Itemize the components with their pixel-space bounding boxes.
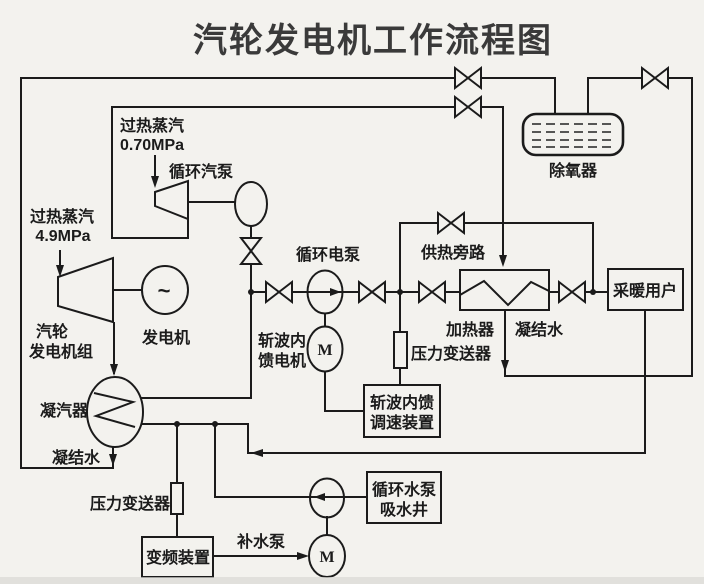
- label-suction-well-line2: 吸水井: [380, 500, 428, 519]
- label-generator: 发电机: [141, 328, 190, 347]
- motor1-circle: [306, 325, 344, 373]
- heating-users-box: [607, 268, 684, 311]
- motor2-label: M: [319, 549, 334, 566]
- condenser-coil: [92, 392, 137, 428]
- valve-steam-pump-discharge: [238, 237, 264, 265]
- pipe-motor1-links: [324, 313, 364, 412]
- steam-pump-circle: [234, 181, 268, 227]
- label-makeup-pump: 补水泵: [236, 532, 285, 551]
- generator-symbol-text: ~: [158, 278, 171, 303]
- makeup-pump-circle: [309, 477, 345, 519]
- diagram-title: 汽轮发电机工作流程图: [193, 22, 553, 60]
- pressure-transmitter-heater: [393, 331, 408, 369]
- label-heating-users: 采暖用户: [612, 281, 677, 300]
- arrow-down-steam-49: [56, 265, 64, 277]
- label-condensate-heater: 凝结水: [515, 320, 564, 339]
- arrow-left-makeup-pump-flow: [314, 493, 325, 501]
- label-steam-070-line1: 过热蒸汽: [120, 116, 184, 135]
- label-condensate-left: 凝结水: [52, 448, 101, 467]
- valve-top-left-line: [454, 65, 482, 91]
- label-circ-electric-pump: 循环电泵: [296, 245, 360, 264]
- junction-dot: [590, 289, 596, 295]
- label-turbine-unit-line1: 汽轮: [36, 322, 68, 341]
- main-turbine-symbol: [57, 256, 114, 324]
- arrow-right-circ-pump-flow: [330, 288, 341, 296]
- arrow-down-condensate-left: [109, 454, 117, 466]
- label-steam-49-line1: 过热蒸汽: [30, 207, 94, 226]
- label-turbine-unit-line2: 发电机组: [28, 342, 93, 361]
- junction-dot: [397, 289, 403, 295]
- arrow-down-heater-drain: [501, 360, 509, 372]
- label-chopper-motor-line1: 斩波内: [258, 331, 306, 350]
- pressure-transmitter-condensate: [170, 482, 184, 515]
- label-chopper-motor-line2: 馈电机: [258, 351, 306, 370]
- junction-dot: [174, 421, 180, 427]
- label-chopper-governor-line2: 调速装置: [370, 413, 434, 432]
- label-steam-070-line2: 0.70MPa: [120, 137, 184, 154]
- label-vfd: 变频装置: [146, 548, 210, 567]
- arrow-left-return-line: [251, 449, 263, 457]
- label-heat-bypass: 供热旁路: [420, 243, 486, 262]
- arrow-down-steam-070: [151, 176, 159, 188]
- valve-top-right-line: [641, 65, 669, 91]
- junction-dot: [248, 289, 254, 295]
- chopper-governor-box: [363, 384, 441, 438]
- valve-heater-outlet: [558, 279, 586, 305]
- aux-turbine-symbol: [154, 179, 189, 221]
- arrow-down-into-condenser: [110, 364, 118, 376]
- label-condenser: 凝汽器: [40, 401, 89, 420]
- pipe-heat-bypass: [399, 222, 594, 292]
- generator-circle: [141, 265, 189, 315]
- pipe-steam-pump-drop-to-condenser: [140, 226, 252, 399]
- label-deaerator: 除氧器: [549, 161, 598, 180]
- label-circ-steam-pump: 循环汽泵: [169, 162, 233, 181]
- label-pt-heater: 压力变送器: [411, 344, 492, 363]
- valve-heat-bypass: [437, 210, 465, 236]
- suction-well-box: [366, 471, 442, 524]
- valve-main-line-2: [358, 279, 386, 305]
- valve-main-line-1: [265, 279, 293, 305]
- condenser-circle: [86, 376, 144, 448]
- label-suction-well-line1: 循环水泵: [372, 480, 436, 499]
- heater-coil: [459, 279, 550, 307]
- heater-box: [459, 269, 550, 311]
- label-steam-49-line2: 4.9MPa: [35, 228, 90, 245]
- motor1-label: M: [317, 342, 332, 359]
- arrow-right-into-motor2: [297, 552, 309, 560]
- junction-dot: [212, 421, 218, 427]
- pipe-aux-turbine-exhaust-to-heater: [111, 106, 504, 264]
- arrow-down-into-heater: [499, 255, 507, 267]
- bottom-edge-strip: [0, 577, 704, 584]
- valve-extraction-line: [454, 94, 482, 120]
- label-heater: 加热器: [445, 320, 495, 339]
- label-chopper-governor-line1: 斩波内馈: [370, 393, 434, 412]
- circ-electric-pump-circle: [306, 269, 344, 315]
- pipe-makeup-water-line: [214, 424, 367, 498]
- label-pt-condensate: 压力变送器: [90, 494, 171, 513]
- valve-heater-inlet: [418, 279, 446, 305]
- deaerator-vessel: [521, 112, 625, 157]
